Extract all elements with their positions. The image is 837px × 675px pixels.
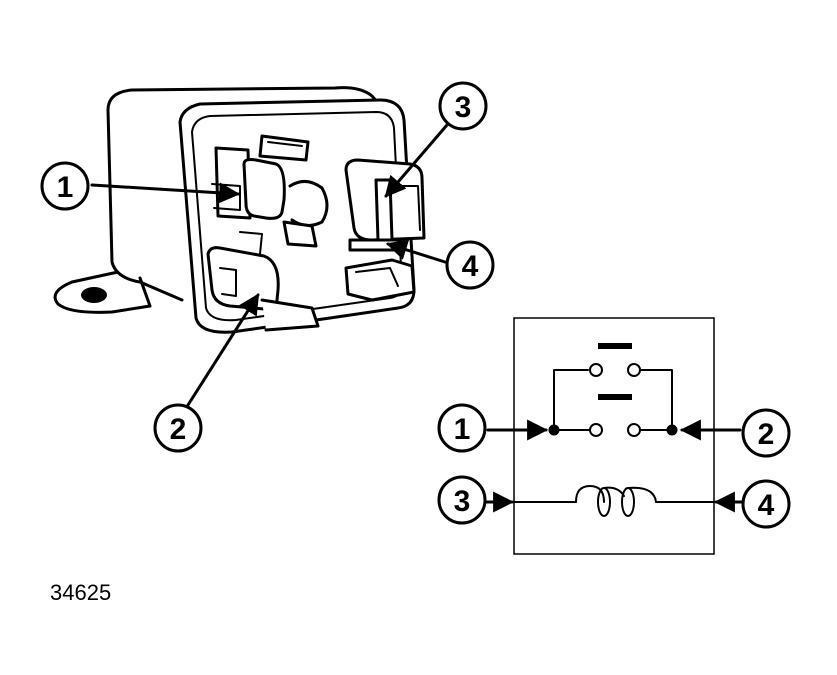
svg-text:1: 1 (57, 171, 74, 204)
schematic-callout-1: 1 (437, 403, 487, 453)
schematic: 1 2 3 4 (437, 317, 791, 555)
callout-2: 2 (153, 403, 203, 453)
leader-1 (90, 182, 241, 204)
leader-3 (384, 123, 449, 198)
callout-3: 3 (438, 81, 488, 131)
relay-body-illustration (53, 86, 426, 334)
schematic-box (513, 317, 715, 555)
schematic-callout-2: 2 (741, 408, 791, 458)
leader-2 (186, 293, 260, 407)
svg-text:2: 2 (170, 413, 187, 446)
svg-text:1: 1 (454, 413, 471, 446)
callout-1: 1 (40, 161, 90, 211)
callout-4: 4 (445, 240, 495, 290)
svg-text:3: 3 (455, 91, 472, 124)
svg-text:3: 3 (454, 485, 471, 518)
coil-symbol (513, 485, 715, 517)
schematic-arrows (484, 419, 744, 513)
svg-text:2: 2 (758, 418, 775, 451)
figure-id: 34625 (50, 580, 111, 605)
schematic-callout-4: 4 (741, 479, 791, 529)
relay-leaders (90, 123, 449, 407)
leader-4 (385, 239, 447, 264)
schematic-callout-3: 3 (437, 475, 487, 525)
svg-text:4: 4 (462, 250, 479, 283)
svg-text:4: 4 (758, 489, 775, 522)
contact-switch-symbol (548, 343, 678, 437)
